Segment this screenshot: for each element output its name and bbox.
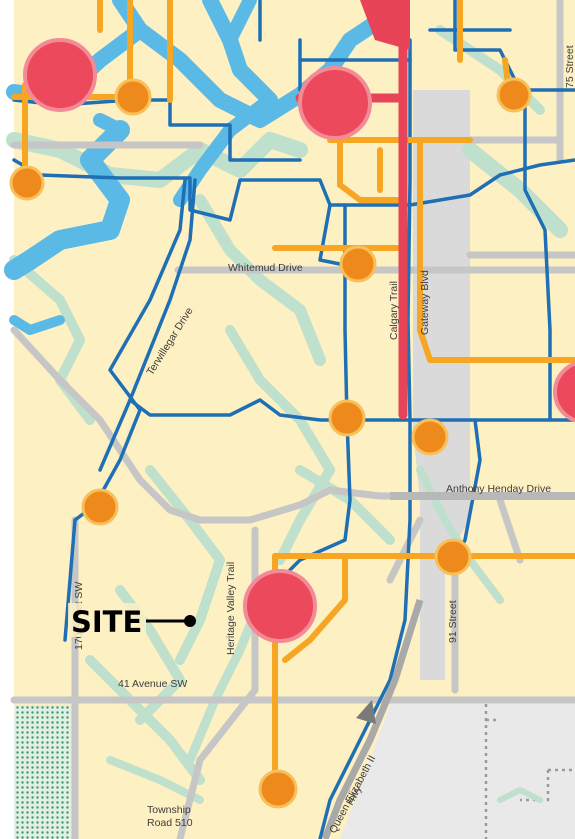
transit-node: [434, 538, 472, 576]
transit-node: [114, 78, 152, 116]
transit-hub-node: [298, 66, 372, 140]
lrt-red-area: [360, 0, 410, 50]
label-calgary-trail: Calgary Trail: [388, 281, 400, 340]
label-township-line2: Road 510: [147, 817, 193, 829]
label-heritage-valley-trail: Heritage Valley Trail: [225, 562, 237, 655]
label-whitemud-drive: Whitemud Drive: [228, 262, 303, 274]
site-location-dot: [184, 615, 196, 627]
transit-node: [258, 769, 298, 809]
arterial-roads: [10, 0, 575, 839]
map-margin: [0, 0, 14, 839]
site-marker: SITE: [68, 603, 196, 639]
developed-area: [340, 700, 575, 839]
qe2-highway: [321, 598, 424, 839]
label-gateway-blvd: Gateway Blvd: [419, 270, 431, 335]
transit-blue-lines: [12, 0, 575, 839]
direction-arrow-icon: [356, 700, 376, 724]
transit-node: [81, 488, 119, 526]
red-nodes: [23, 38, 575, 643]
site-label-background: [68, 603, 146, 637]
label-75-street: 75 Street: [564, 45, 575, 88]
label-41-avenue-sw: 41 Avenue SW: [118, 678, 187, 690]
transit-hub-node: [553, 361, 575, 423]
green-corridors: [6, 25, 568, 804]
transit-hub-node: [243, 569, 317, 643]
transit-node: [496, 77, 532, 113]
transit-node: [328, 399, 366, 437]
site-label: SITE: [71, 605, 142, 639]
transit-node: [339, 245, 377, 283]
transit-node: [9, 165, 45, 201]
transit-node: [411, 418, 449, 456]
green-parcel-dotted: [14, 705, 76, 839]
label-anthony-henday-drive: Anthony Henday Drive: [446, 483, 551, 495]
transit-hub-node: [23, 38, 97, 112]
label-township-line1: Township: [147, 804, 191, 816]
orange-nodes: [9, 77, 532, 809]
label-91-street: 91 Street: [447, 600, 459, 643]
